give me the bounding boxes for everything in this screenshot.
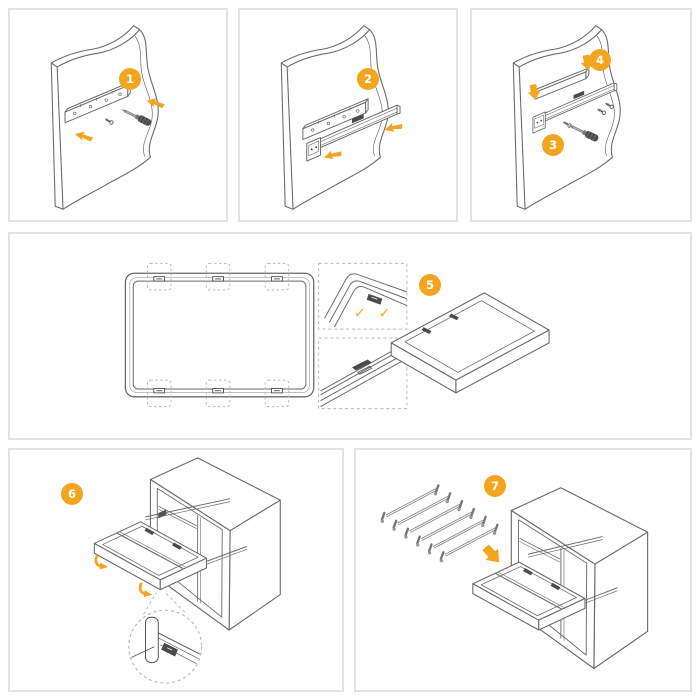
step-2-drawing bbox=[280, 25, 404, 210]
check-icon: ✓ bbox=[354, 305, 366, 321]
panel-step-6: 6 bbox=[8, 448, 344, 692]
step-badge: 6 bbox=[61, 483, 83, 505]
panel-step-5: ✓ ✓ bbox=[8, 232, 692, 440]
clip-callout-boxes bbox=[146, 262, 290, 408]
hanger-rods bbox=[379, 484, 499, 564]
panel-step-1: 1 bbox=[8, 8, 228, 222]
step-badge: 7 bbox=[484, 475, 506, 497]
down-arrow-icon bbox=[479, 541, 506, 569]
panel-step-7: 7 bbox=[354, 448, 692, 692]
step-6-drawing bbox=[93, 457, 281, 684]
step-badge: 3 bbox=[542, 134, 564, 156]
step-7-drawing bbox=[379, 484, 649, 670]
step-3-4-drawing bbox=[512, 25, 621, 210]
panel-step-2: 2 bbox=[238, 8, 458, 222]
magnifier-callout bbox=[128, 592, 203, 684]
step-1-drawing bbox=[50, 25, 166, 210]
step-badge: 2 bbox=[357, 68, 379, 90]
frame-tray-iso bbox=[390, 292, 550, 394]
step-badge: 5 bbox=[419, 274, 441, 296]
step-badge: 4 bbox=[589, 49, 611, 71]
panel-step-3-4: 3 4 bbox=[470, 8, 692, 222]
detail-box-corner: ✓ ✓ bbox=[318, 262, 408, 330]
step-5-drawing: ✓ ✓ bbox=[124, 262, 550, 410]
step-badge: 1 bbox=[119, 68, 141, 90]
check-icon: ✓ bbox=[379, 305, 391, 321]
frame-top-view bbox=[124, 272, 315, 398]
hook-arrow-icon bbox=[138, 582, 154, 599]
